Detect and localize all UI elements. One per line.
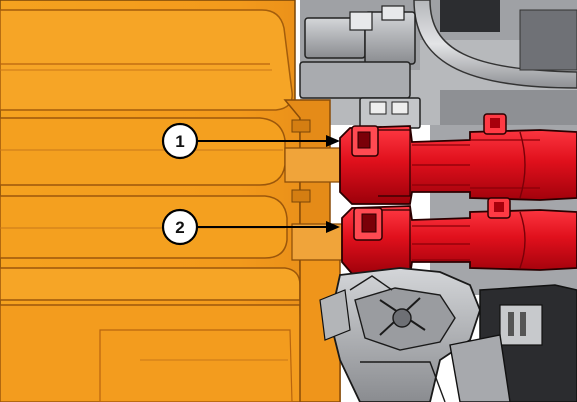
gray-bracket	[319, 267, 577, 402]
callout-1: 1	[161, 122, 199, 160]
leader-arrow-1	[198, 135, 340, 147]
callout-1-label: 1	[175, 132, 184, 151]
orange-housing	[0, 0, 346, 402]
red-connector-1	[339, 113, 577, 205]
callout-2-label: 2	[175, 218, 184, 237]
callout-2: 2	[161, 208, 199, 246]
red-connector-2	[341, 197, 577, 277]
leader-arrow-2	[198, 221, 340, 233]
